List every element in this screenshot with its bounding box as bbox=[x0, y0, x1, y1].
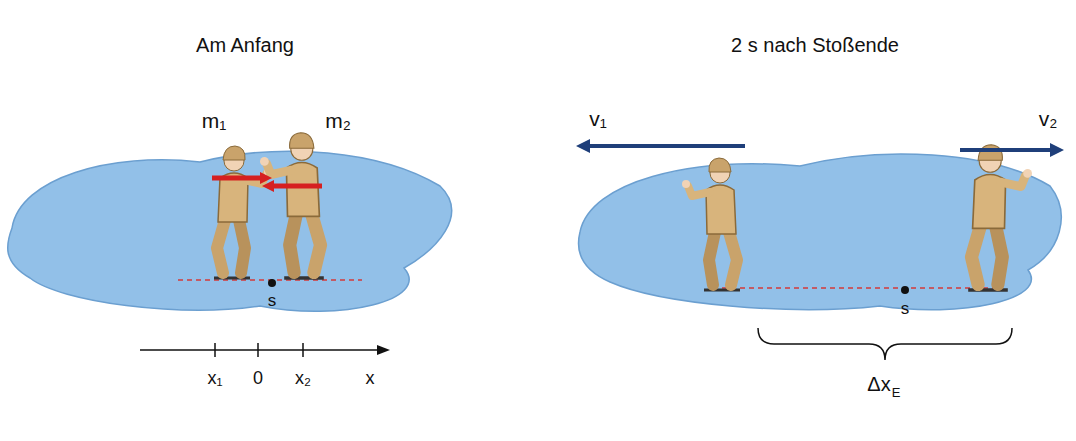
velocity-label: v₂ bbox=[1039, 108, 1058, 129]
force-arrow-head bbox=[262, 180, 274, 192]
axis-tick bbox=[302, 343, 304, 357]
axis-arrowhead bbox=[377, 345, 390, 355]
x-axis bbox=[140, 349, 378, 351]
velocity-arrow-shaft bbox=[588, 144, 745, 148]
axis-tick bbox=[214, 343, 216, 357]
force-arrow-shaft bbox=[272, 184, 322, 189]
distance-subscript: E bbox=[892, 386, 901, 399]
force-arrow-shaft bbox=[212, 176, 262, 181]
dashed-line bbox=[722, 287, 1002, 289]
distance-label: Δx bbox=[867, 374, 890, 394]
axis-label: x₂ bbox=[295, 369, 311, 387]
mass-label: m₁ bbox=[202, 110, 227, 131]
mass-label: m₂ bbox=[325, 110, 351, 131]
axis-label: x bbox=[366, 369, 375, 387]
panel-heading: 2 s nach Stoßende bbox=[731, 35, 899, 55]
centre-of-mass-dot bbox=[901, 286, 909, 294]
skater-m1 bbox=[682, 158, 740, 290]
force-arrow bbox=[262, 180, 322, 192]
axis-label: 0 bbox=[253, 369, 263, 387]
skater-m2 bbox=[968, 145, 1032, 290]
velocity-arrow-head bbox=[1050, 143, 1064, 157]
centre-of-mass-label: s bbox=[901, 300, 910, 317]
axis-label: x₁ bbox=[207, 369, 222, 387]
brace bbox=[758, 328, 1012, 360]
panel-heading: Am Anfang bbox=[196, 35, 294, 55]
axis-tick bbox=[257, 343, 259, 357]
centre-of-mass-label: s bbox=[268, 292, 277, 309]
velocity-arrow-shaft bbox=[960, 148, 1050, 152]
velocity-arrow bbox=[576, 139, 745, 153]
velocity-label: v₁ bbox=[589, 108, 607, 129]
velocity-arrow bbox=[960, 143, 1064, 157]
skater-m2 bbox=[260, 133, 324, 278]
force-arrow bbox=[212, 172, 272, 184]
centre-of-mass-dot bbox=[268, 279, 276, 287]
velocity-arrow-head bbox=[576, 139, 590, 153]
